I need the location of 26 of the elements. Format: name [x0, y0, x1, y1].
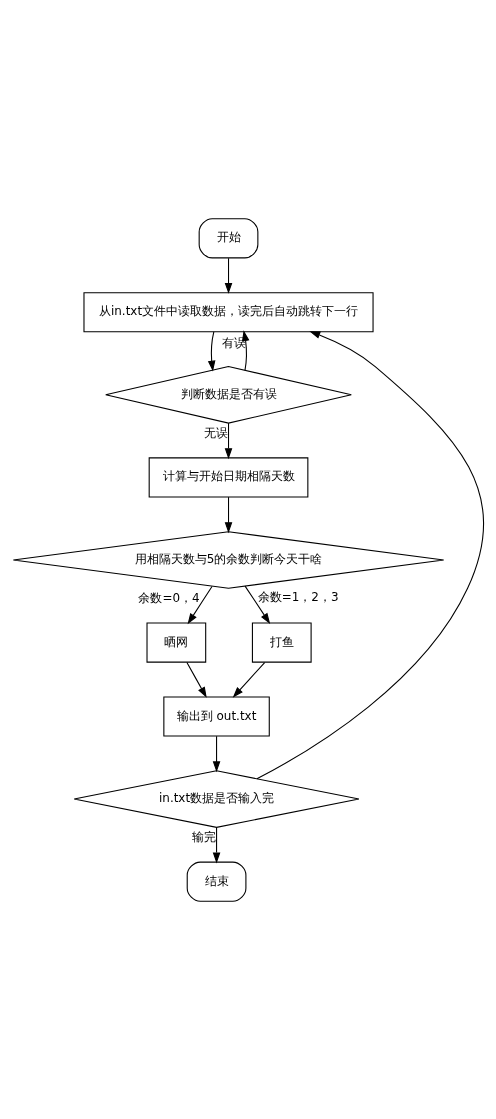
arrow: [255, 330, 484, 779]
node-box: 打鱼: [251, 622, 312, 663]
edge-label: 余数=0，4: [137, 590, 200, 605]
node-box: 从in.txt文件中读取数据，读完后自动跳转下一行: [82, 291, 374, 332]
node-box: 开始: [198, 217, 258, 258]
edge-label: 输完: [191, 829, 216, 844]
arrow: [224, 496, 232, 533]
edge-label: 无误: [203, 425, 228, 440]
arrow: [212, 735, 220, 772]
node-box: 计算与开始日期相隔天数: [148, 456, 308, 497]
arrow: [212, 826, 220, 863]
node-box: 晒网: [145, 622, 206, 663]
arrow: [185, 661, 207, 698]
arrow: [187, 585, 213, 624]
arrow: [232, 661, 265, 698]
arrow: [244, 585, 270, 624]
arrow: [207, 330, 215, 372]
node-box: 输出到 out.txt: [162, 695, 270, 737]
arrow: [241, 329, 249, 371]
arrow: [224, 422, 232, 459]
node-diamond: 判断数据是否有误: [104, 365, 352, 424]
node-box: 结束: [186, 861, 246, 902]
node-diamond: 用相隔天数与5的余数判断今天干啥: [12, 530, 444, 589]
node-diamond: in.txt数据是否输入完: [73, 769, 359, 828]
arrow: [224, 257, 232, 294]
edge-label: 余数=1，2，3: [257, 589, 339, 604]
